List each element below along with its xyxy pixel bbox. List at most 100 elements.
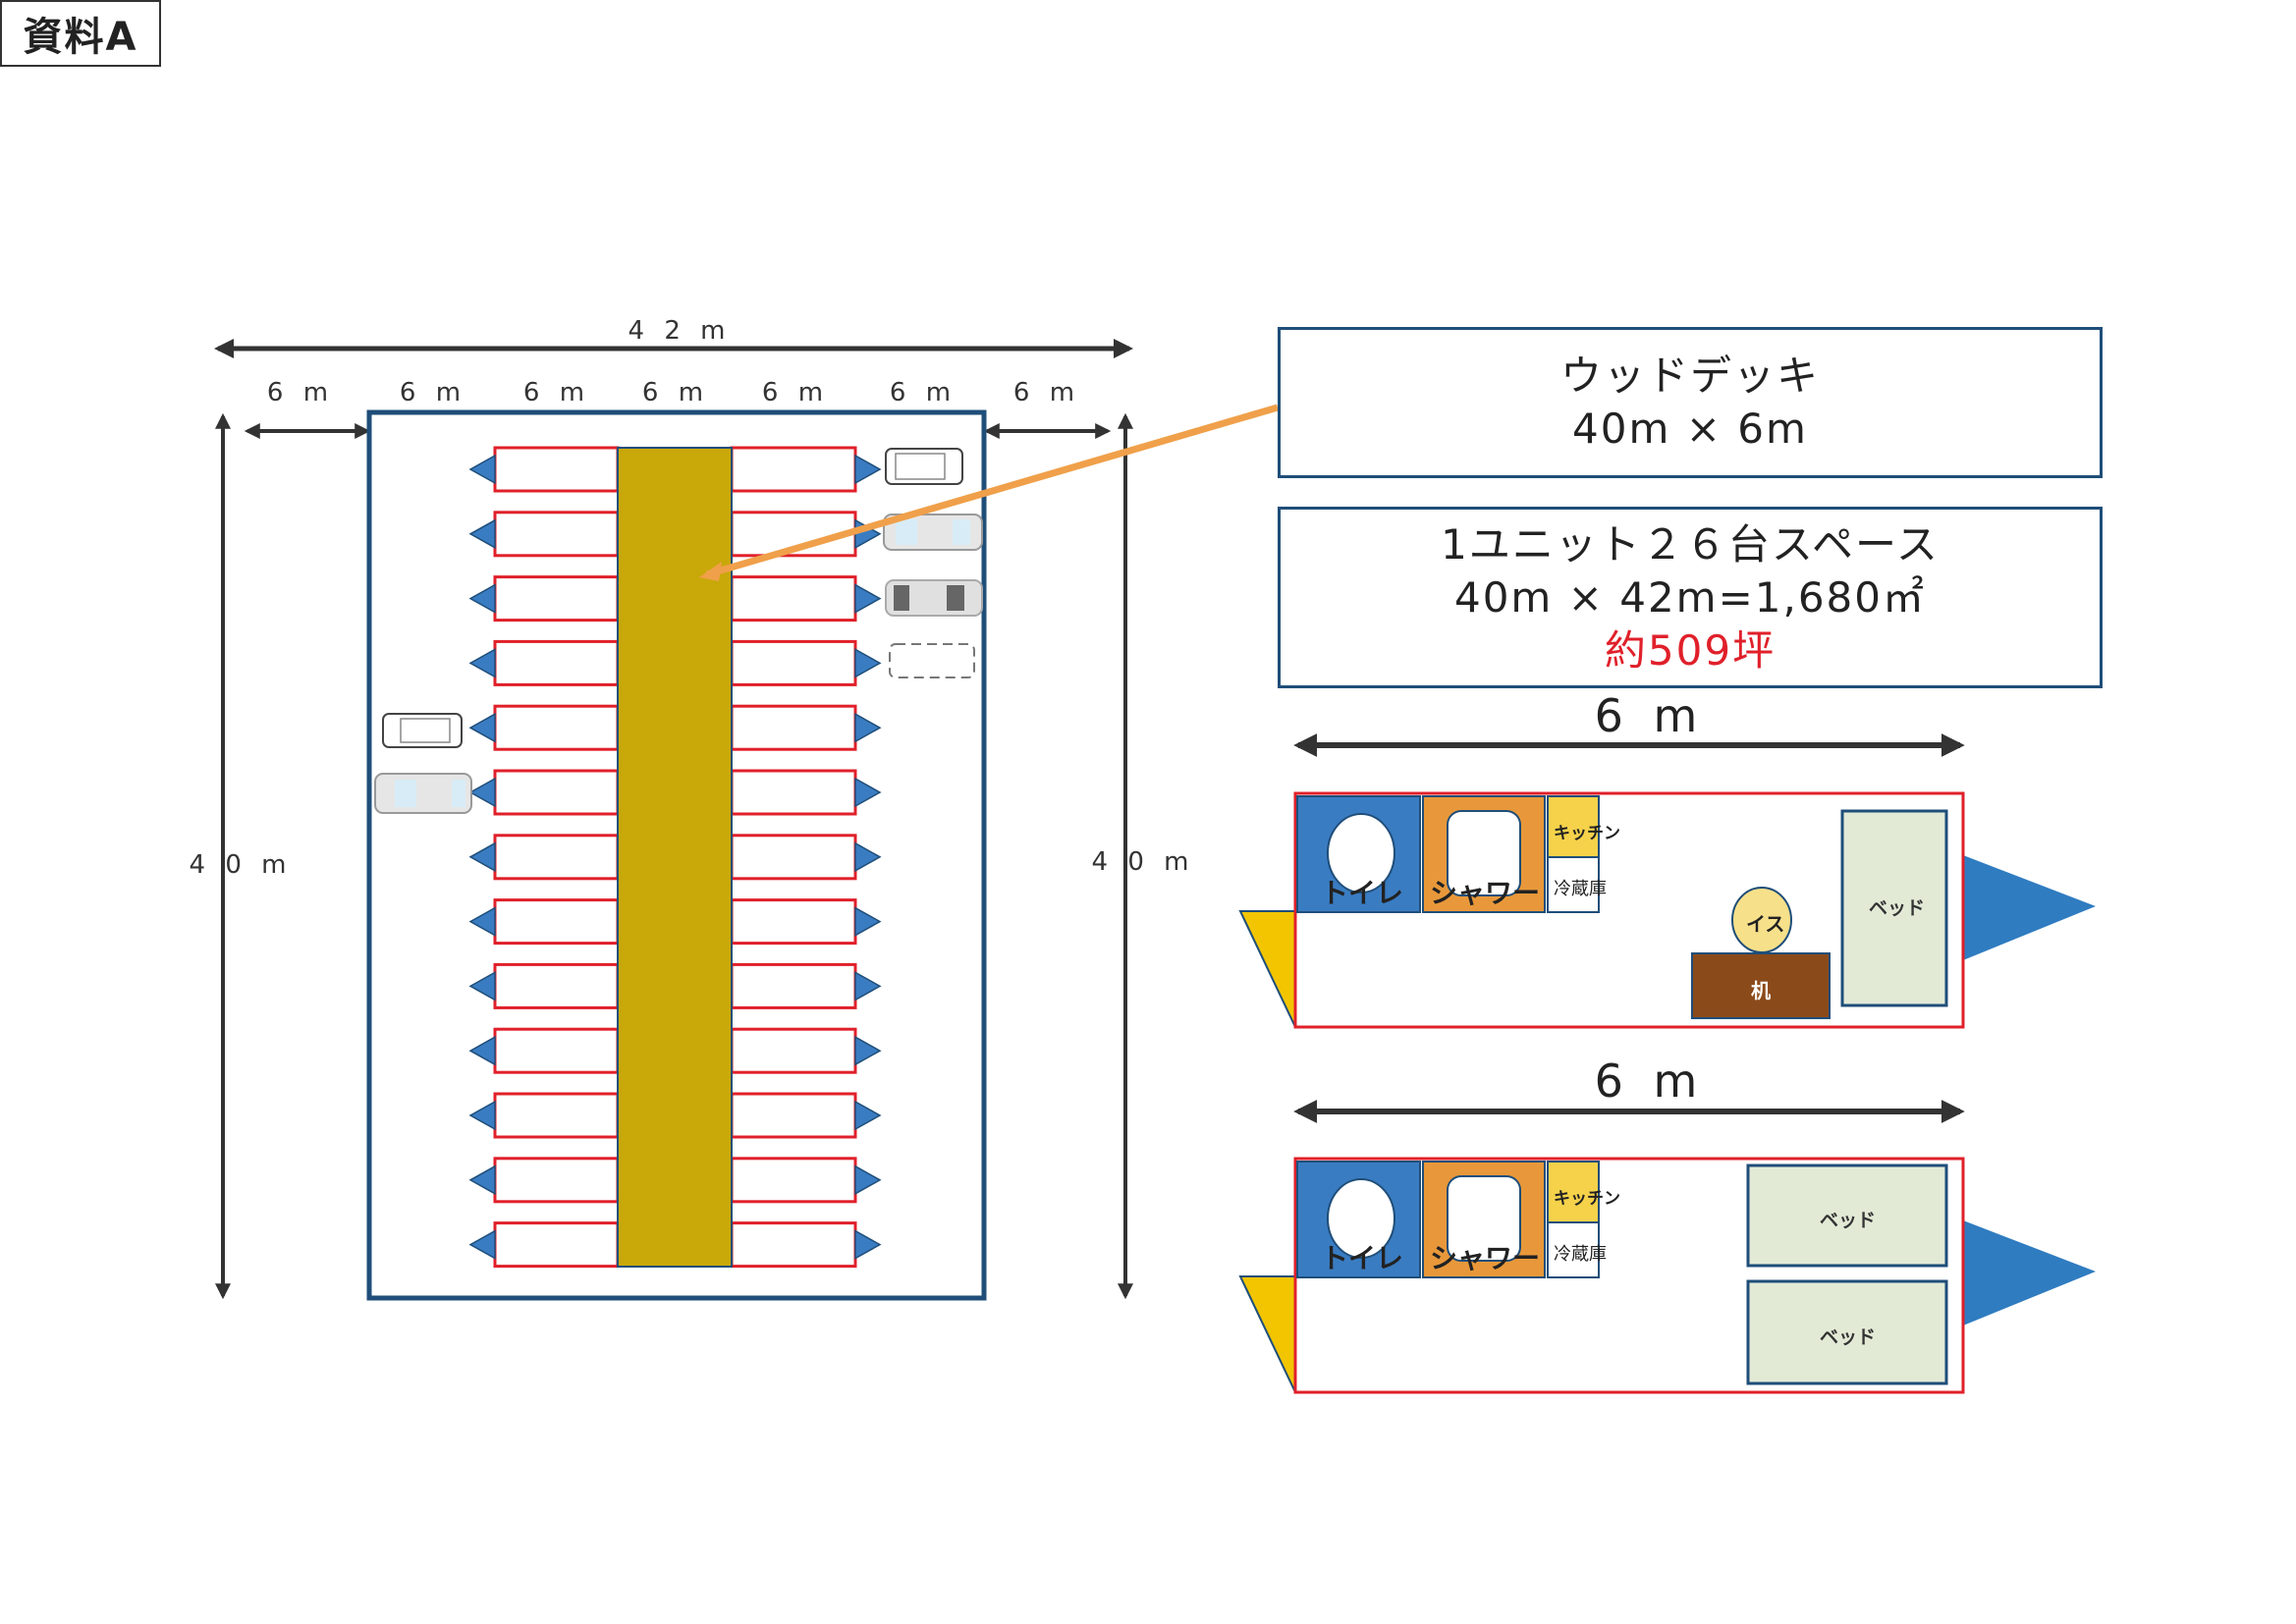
shower-tray-icon [1447,810,1521,896]
entry-arrow-icon [854,1229,882,1260]
parking-stall-left[interactable] [493,1221,620,1269]
parking-stall-left[interactable] [493,1157,620,1204]
entry-arrow-icon [854,712,882,743]
parking-stall-left[interactable] [493,769,620,816]
height-label-right: 4 0 m [1091,847,1195,877]
trailer-2 [1238,1157,2096,1394]
car-icon [885,448,963,485]
shower-tray-icon [1447,1175,1521,1262]
kitchen-area [1547,1161,1600,1223]
segment-label: 6 m [761,378,830,407]
parking-stall-left[interactable] [493,1092,620,1139]
toilet-bowl-icon [1327,813,1395,893]
bed [1840,809,1948,1007]
segment-label: 6 m [266,378,335,407]
car-icon [883,514,983,551]
desk-label: 机 [1751,979,1771,1002]
leader-arrowhead [699,562,722,581]
fridge-label: 冷蔵庫 [1554,1244,1607,1265]
entry-arrow-icon [854,906,882,937]
entry-arrow-icon [854,971,882,1001]
kitchen-label: キッチン [1554,1189,1620,1209]
parking-stall-right[interactable] [730,1221,857,1269]
parking-stalls [468,446,882,1269]
parking-stall-right[interactable] [730,769,857,816]
entry-arrow-icon [468,1035,496,1066]
bed-1 [1746,1164,1948,1268]
total-width-label: 4 2 m [628,316,732,346]
entry-arrow-icon [854,777,882,808]
entry-arrow-icon [468,1229,496,1260]
parking-stall-right[interactable] [730,446,857,493]
segment-label: 6 m [641,378,710,407]
wood-deck-info-box: ウッドデッキ 40m × 6m [1278,327,2103,478]
bed-2 [1746,1279,1948,1385]
entry-arrow-icon [468,648,496,678]
unit-info-box: 1ユニット２６台スペース 40m × 42m=1,680㎡ 約509坪 [1278,507,2103,688]
entry-arrow-icon [854,1164,882,1196]
parking-stall-left[interactable] [493,962,620,1009]
unit-title: 1ユニット２６台スペース [1441,519,1940,568]
height-label-left: 4 0 m [189,850,293,880]
parking-stall-left[interactable] [493,639,620,686]
unit-area: 40m × 42m=1,680㎡ [1453,572,1927,622]
front-triangle [1963,1220,2096,1326]
hitch-triangle [1238,910,1296,1028]
parking-stall-right[interactable] [730,1157,857,1204]
entry-arrow-icon [468,971,496,1001]
wood-deck[interactable] [617,447,733,1268]
entry-arrow-icon [468,1164,496,1196]
segment-label: 6 m [1012,378,1081,407]
front-triangle [1963,855,2096,960]
fridge-area [1547,856,1600,913]
hitch-triangle [1238,1275,1296,1393]
parking-stall-left[interactable] [493,446,620,493]
parking-stall-right[interactable] [730,834,857,881]
trailer-1-width-label: 6 m [1594,689,1706,742]
parking-stall-right[interactable] [730,962,857,1009]
parking-stall-right[interactable] [730,704,857,751]
fridge-label: 冷蔵庫 [1554,879,1607,899]
parking-stall-right[interactable] [730,639,857,686]
chair-label: イス [1746,912,1785,936]
entry-arrow-icon [468,583,496,614]
toilet-label: トイレ [1321,1242,1404,1274]
parking-stall-left[interactable] [493,575,620,623]
parking-stall-left[interactable] [493,704,620,751]
bed-2-label: ベッド [1820,1326,1877,1348]
bed-1-label: ベッド [1820,1210,1877,1231]
unit-tsubo: 約509坪 [1604,625,1777,675]
desk [1691,952,1831,1019]
entry-arrow-icon [468,906,496,937]
document-label: 資料A [0,0,161,67]
parking-stall-left[interactable] [493,898,620,946]
segment-label: 6 m [522,378,591,407]
toilet-label: トイレ [1321,877,1404,909]
entry-arrow-icon [854,841,882,873]
car-icon [374,773,472,814]
segment-label: 6 m [889,378,957,407]
kitchen-label: キッチン [1554,824,1620,843]
entry-arrow-icon [468,841,496,873]
wood-deck-title: ウッドデッキ [1559,352,1820,400]
trailer-1 [1238,791,2096,1029]
parking-stall-right[interactable] [730,1027,857,1074]
entry-arrow-icon [468,777,496,808]
parking-stall-right[interactable] [730,575,857,623]
trailer-2-width-label: 6 m [1594,1055,1706,1108]
parking-stall-left[interactable] [493,511,620,558]
parking-stall-right[interactable] [730,1092,857,1139]
entry-arrow-icon [468,1100,496,1131]
entry-arrow-icon [854,583,882,614]
deck-leader-line [706,404,1279,578]
parking-stall-right[interactable] [730,898,857,946]
kitchen-area [1547,795,1600,858]
bed-label: ベッド [1869,897,1926,919]
parking-stall-left[interactable] [493,1027,620,1074]
entry-arrow-icon [854,1100,882,1131]
parking-stall-left[interactable] [493,834,620,881]
shower-label: シャワー [1430,877,1541,909]
car-icon [889,643,975,678]
entry-arrow-icon [854,648,882,678]
